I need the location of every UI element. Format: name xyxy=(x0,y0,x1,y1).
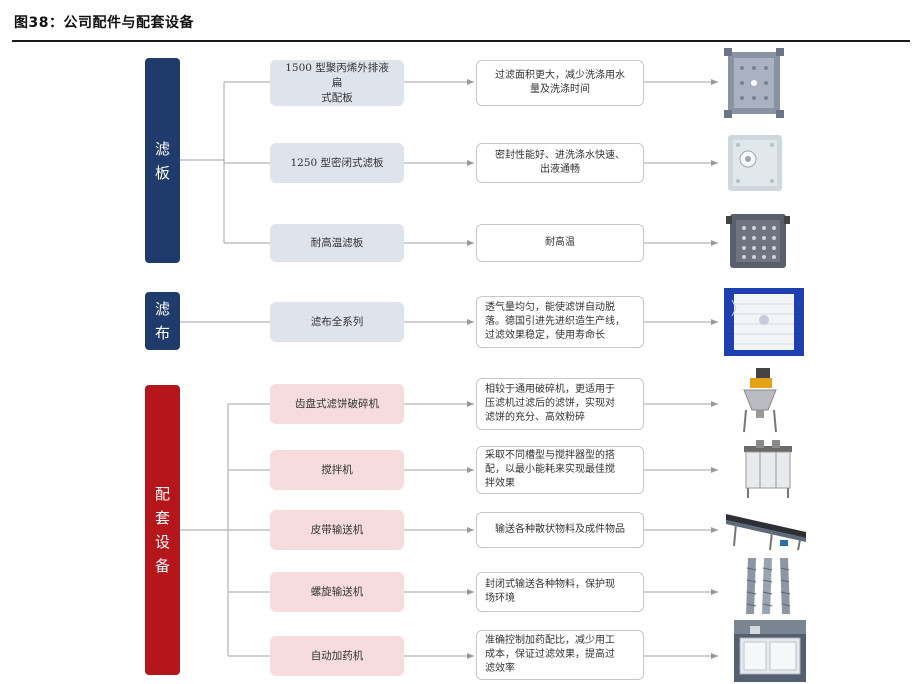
description-box: 密封性能好、进洗涤水快速、 出液通畅 xyxy=(476,143,644,183)
description-box: 耐高温 xyxy=(476,224,644,262)
description-box: 封闭式输送各种物料，保护现 场环境 xyxy=(476,572,644,612)
screw-conveyor-icon xyxy=(746,558,791,614)
description-box: 透气量均匀，能使滤饼自动脱 落。德国引进先进织造生产线， 过滤效果稳定，使用寿命… xyxy=(476,296,644,348)
filter-cloth-icon xyxy=(724,288,804,356)
description-box: 过滤面积更大，减少洗涤用水 量及洗涤时间 xyxy=(476,60,644,106)
figure-title: 图38：公司配件与配套设备 xyxy=(14,15,194,31)
product-box: 1250 型密闭式滤板 xyxy=(270,143,404,183)
mixer-icon xyxy=(744,440,792,498)
product-box: 自动加药机 xyxy=(270,636,404,676)
description-box: 采取不同槽型与搅拌器型的搭 配，以最小能耗来实现最佳搅 拌效果 xyxy=(476,446,644,494)
title-rule xyxy=(12,40,910,42)
description-box: 相较于通用破碎机，更适用于 压滤机过滤后的滤饼，实现对 滤饼的充分、高效粉碎 xyxy=(476,378,644,430)
product-box: 齿盘式滤饼破碎机 xyxy=(270,384,404,424)
description-box: 准确控制加药配比，减少用工 成本，保证过滤效果，提高过 滤效率 xyxy=(476,630,644,680)
plate-heat-icon xyxy=(726,214,790,268)
category-equipment: 配 套 设 备 xyxy=(145,385,180,675)
dosing-machine-icon xyxy=(734,620,806,682)
category-filter-plate: 滤 板 xyxy=(145,58,180,263)
product-box: 耐高温滤板 xyxy=(270,224,404,262)
plate-round-icon xyxy=(728,135,782,191)
belt-conveyor-icon xyxy=(726,514,806,551)
product-box: 螺旋输送机 xyxy=(270,572,404,612)
product-box: 1500 型聚丙烯外排液扁 式配板 xyxy=(270,60,404,106)
description-box: 输送各种散状物料及成件物品 xyxy=(476,512,644,548)
category-filter-cloth: 滤 布 xyxy=(145,292,180,350)
plate-grid-icon xyxy=(724,48,784,118)
product-box: 皮带输送机 xyxy=(270,510,404,550)
product-box: 搅拌机 xyxy=(270,450,404,490)
crusher-icon xyxy=(743,368,777,433)
product-box: 滤布全系列 xyxy=(270,302,404,342)
